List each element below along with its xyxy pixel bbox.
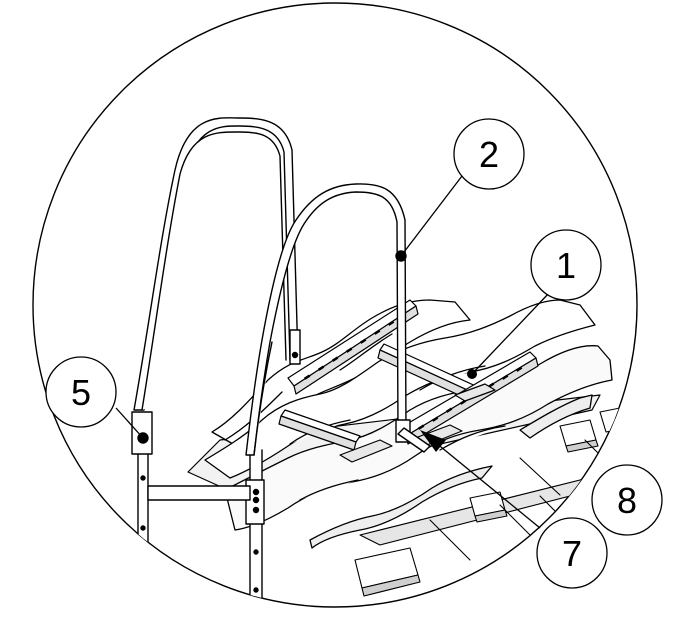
leader-2 — [400, 175, 463, 257]
perforated-rails — [278, 299, 539, 463]
leader-5 — [115, 407, 144, 439]
callout-8: 8 — [591, 464, 663, 536]
callout-8-text: 8 — [617, 480, 637, 521]
callout-2-text: 2 — [479, 134, 499, 175]
arrow-7 — [420, 430, 446, 452]
leader-lines — [115, 175, 551, 529]
callout-7: 7 — [536, 517, 608, 589]
right-handrail — [395, 250, 431, 453]
callout-1-text: 1 — [556, 245, 576, 286]
callout-7-text: 7 — [562, 533, 582, 574]
callout-1: 1 — [530, 229, 602, 301]
callout-5-text: 5 — [71, 372, 91, 413]
left-handrail — [131, 117, 407, 607]
callout-5: 5 — [45, 356, 117, 428]
leader-7 — [429, 437, 541, 529]
callout-2: 2 — [453, 118, 525, 190]
leader-1 — [471, 291, 551, 375]
